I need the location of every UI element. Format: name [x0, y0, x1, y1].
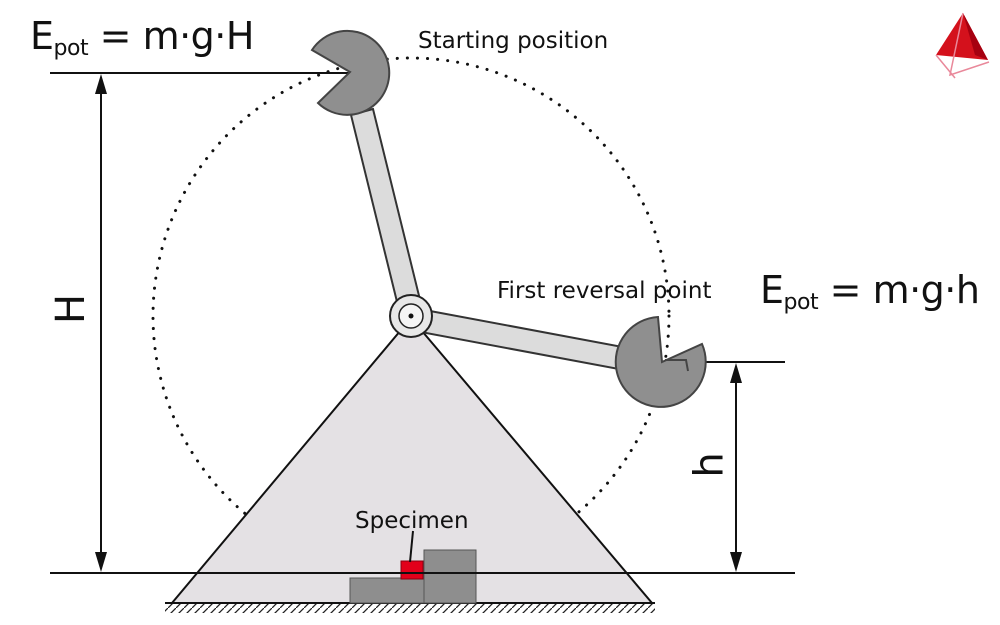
label-starting-position: Starting position [418, 28, 609, 54]
pendulum-arm-start [349, 107, 425, 320]
hammer-notch-detail [665, 359, 689, 372]
H-arrow-bottom [95, 552, 107, 572]
specimen-block [400, 560, 424, 580]
anvil-support [423, 549, 477, 604]
h-arrow-bottom [730, 552, 742, 572]
formula-right-E: E [760, 268, 784, 312]
label-specimen: Specimen [355, 508, 469, 534]
pivot-dot [408, 313, 414, 319]
label-H: H [48, 293, 95, 325]
h-arrow-top [730, 363, 742, 383]
formula-right-rest: = m·g·h [818, 268, 980, 312]
formula-top-sub: pot [53, 36, 89, 61]
formula-top-E: E [30, 14, 54, 58]
logo-icon [935, 12, 990, 79]
label-h: h [686, 452, 733, 478]
H-arrow-top [95, 74, 107, 94]
hammer-starting-position [310, 29, 391, 116]
ground-hatch [165, 603, 655, 613]
formula-right: Epot = m·g·h [760, 268, 980, 315]
anvil-base [349, 577, 426, 604]
formula-right-sub: pot [783, 290, 819, 315]
specimen-pointer [409, 530, 414, 563]
label-first-reversal-point: First reversal point [497, 278, 712, 304]
formula-top: Epot = m·g·H [30, 14, 255, 61]
hammer-reversal-point [614, 315, 707, 408]
formula-top-rest: = m·g·H [88, 14, 255, 58]
